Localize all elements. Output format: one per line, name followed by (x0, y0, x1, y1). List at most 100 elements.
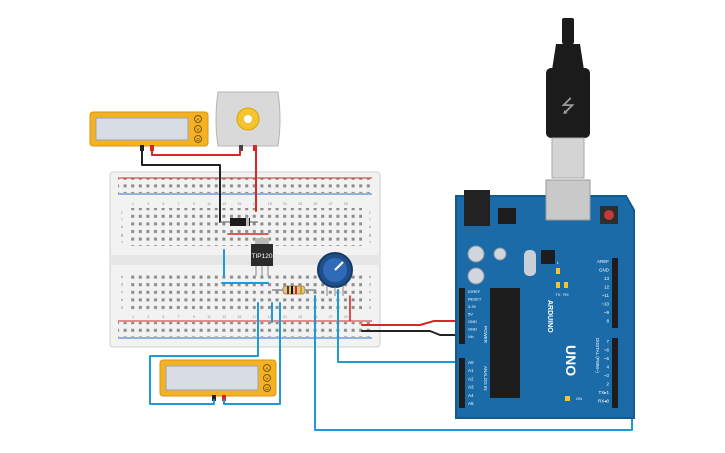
meter-probe (140, 145, 144, 151)
column-number: 15 (237, 315, 241, 319)
pin-labels: IOREFRESET3.3V5VGNDGNDVinA0A1A2A3A4A5ARE… (468, 259, 610, 406)
power-jack (464, 190, 490, 226)
diode-band (246, 218, 249, 226)
meter-knob-label: Ω (196, 137, 200, 142)
wire-blue (337, 289, 463, 363)
analog-pin-label: A0 (468, 360, 474, 365)
row-letter: a (369, 304, 372, 309)
meter-probe (222, 395, 226, 401)
meter-knob-icon (263, 374, 271, 382)
digital-pin-label: 13 (604, 276, 610, 281)
led-l (556, 268, 560, 274)
digital-pin-label: TX▸1 (598, 390, 609, 395)
power-pin-label: GND (468, 327, 477, 332)
digital-pin-label: AREF (597, 259, 609, 264)
digital-pin-label: ~3 (604, 373, 610, 378)
row-letter: f (369, 239, 371, 244)
misc-label: TX (555, 292, 560, 297)
meter-knob-icon (263, 364, 271, 372)
top-power-rail (118, 178, 372, 193)
capacitor (467, 267, 485, 285)
row-letter: e (121, 274, 124, 279)
row-letter: b (121, 297, 124, 302)
column-number: 7 (178, 202, 180, 206)
digital-pin-label: 7 (606, 339, 609, 344)
digital-header-label: DIGITAL (PWM~) (595, 338, 600, 373)
meter-knob-label: Ω (265, 386, 269, 391)
resistor (272, 285, 316, 295)
power-header-label: POWER (483, 326, 488, 344)
wire-blue (223, 302, 281, 405)
column-number: 19 (268, 315, 272, 319)
led-rx (564, 282, 568, 288)
power-pin-label: RESET (468, 297, 482, 302)
power-pin-label: 5V (468, 312, 473, 317)
column-number: 29 (344, 202, 348, 206)
power-pin-label: Vin (468, 334, 474, 339)
column-number: 9 (193, 202, 195, 206)
digital-pin-label: GND (599, 268, 610, 273)
atmega-chip (490, 288, 520, 398)
usb-cable: ⭍ (546, 18, 590, 179)
column-number: 21 (283, 202, 287, 206)
row-letter: g (369, 232, 371, 237)
column-number: 11 (207, 315, 211, 319)
meter-knob-label: V (196, 127, 199, 132)
column-number: 5 (162, 315, 164, 319)
top-terminal-strip (130, 208, 362, 246)
column-number: 17 (253, 315, 257, 319)
pot-pointer (334, 261, 344, 271)
gear-hub (244, 115, 252, 123)
misc-label: L (557, 260, 560, 265)
meter-knob-icon (194, 135, 202, 143)
meter-knob-icon (194, 115, 202, 123)
power-pin-label: IOREF (468, 289, 481, 294)
resistor-band (287, 286, 289, 294)
wires (141, 149, 633, 431)
row-letter: i (122, 217, 123, 222)
column-number: 13 (222, 315, 226, 319)
digital-header-top (612, 258, 618, 328)
analog-pin-label: A3 (468, 385, 474, 390)
digital-pin-label: RX◂0 (598, 399, 610, 404)
digital-pin-label: 4 (606, 365, 609, 370)
row-letter: b (369, 297, 372, 302)
wire-red (361, 320, 463, 326)
arduino-uno: L TX RX ON ARDUINO UNO POWER ANALOG IN D… (455, 179, 635, 419)
meter-knob-label: A (196, 117, 199, 122)
column-number: 27 (329, 315, 333, 319)
column-number: 9 (193, 315, 195, 319)
digital-pin-label: ~10 (601, 302, 609, 307)
misc-label: ON (576, 396, 582, 401)
diode-body (230, 218, 250, 226)
usb-connector (551, 137, 585, 179)
column-number: 19 (268, 202, 272, 206)
meter-knob-label: V (265, 376, 268, 381)
reset-button-cap (604, 210, 614, 220)
row-letter: h (121, 224, 123, 229)
crystal (524, 250, 536, 276)
column-number: 23 (298, 202, 302, 206)
center-channel (110, 255, 380, 265)
usb-port (545, 179, 591, 221)
analog-header-label: ANALOG IN (483, 366, 488, 391)
row-letter: i (370, 217, 371, 222)
analog-pin-label: A1 (468, 368, 474, 373)
meter-knob-icon (263, 384, 271, 392)
wire-black (361, 330, 463, 336)
column-number: 15 (237, 202, 241, 206)
usb-cable-neck (552, 44, 584, 70)
transistor: TIP120 (251, 238, 273, 276)
column-number: 17 (253, 202, 257, 206)
meter-knob-icon (194, 125, 202, 133)
meter-probe (212, 395, 216, 401)
column-number: 3 (147, 202, 149, 206)
column-number: 5 (162, 202, 164, 206)
column-number: 1 (132, 202, 134, 206)
column-number: 23 (298, 315, 302, 319)
meter-knob-label: A (265, 366, 268, 371)
resistor-band (300, 286, 302, 294)
